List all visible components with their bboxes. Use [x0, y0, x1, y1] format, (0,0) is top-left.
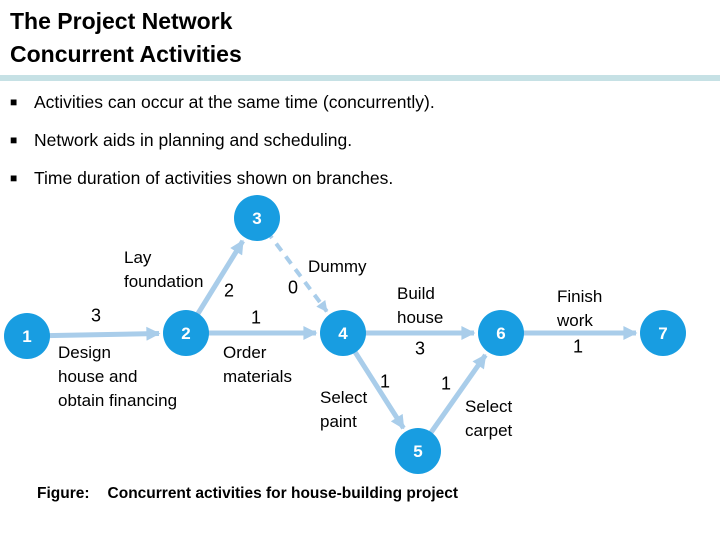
node-4-number: 4 [338, 324, 348, 343]
caption-text: Concurrent activities for house-building… [107, 485, 459, 502]
bullet-list: ■ Activities can occur at the same time … [10, 90, 710, 204]
bullet-item: ■ Time duration of activities shown on b… [10, 166, 710, 190]
caption-prefix: Figure: [37, 485, 90, 502]
bullet-text: Time duration of activities shown on bra… [34, 168, 394, 188]
bullet-square-icon: ■ [10, 95, 18, 109]
figure-caption: Figure: Concurrent activities for house-b… [37, 485, 458, 503]
bullet-item: ■ Activities can occur at the same time … [10, 90, 710, 114]
bullet-square-icon: ■ [10, 133, 18, 147]
title-separator [0, 75, 720, 81]
bullet-item: ■ Network aids in planning and schedulin… [10, 128, 710, 152]
bullet-square-icon: ■ [10, 171, 18, 185]
page-title: The Project Network Concurrent Activitie… [10, 5, 242, 71]
node-7-number: 7 [658, 324, 667, 343]
node-6-number: 6 [496, 324, 505, 343]
node-6 [478, 310, 524, 356]
node-4 [320, 310, 366, 356]
node-2 [163, 310, 209, 356]
node-2-number: 2 [181, 324, 190, 343]
node-5 [395, 428, 441, 474]
node-3-number: 3 [252, 209, 261, 228]
title-line-1: The Project Network [10, 8, 233, 34]
node-1 [4, 313, 50, 359]
bullet-text: Activities can occur at the same time (c… [34, 92, 435, 112]
nodes-group: 1 2 3 4 5 6 7 [4, 195, 686, 474]
node-5-number: 5 [413, 442, 422, 461]
node-7 [640, 310, 686, 356]
bullet-text: Network aids in planning and scheduling. [34, 130, 353, 150]
title-line-2: Concurrent Activities [10, 41, 242, 67]
node-3 [234, 195, 280, 241]
node-1-number: 1 [22, 327, 31, 346]
